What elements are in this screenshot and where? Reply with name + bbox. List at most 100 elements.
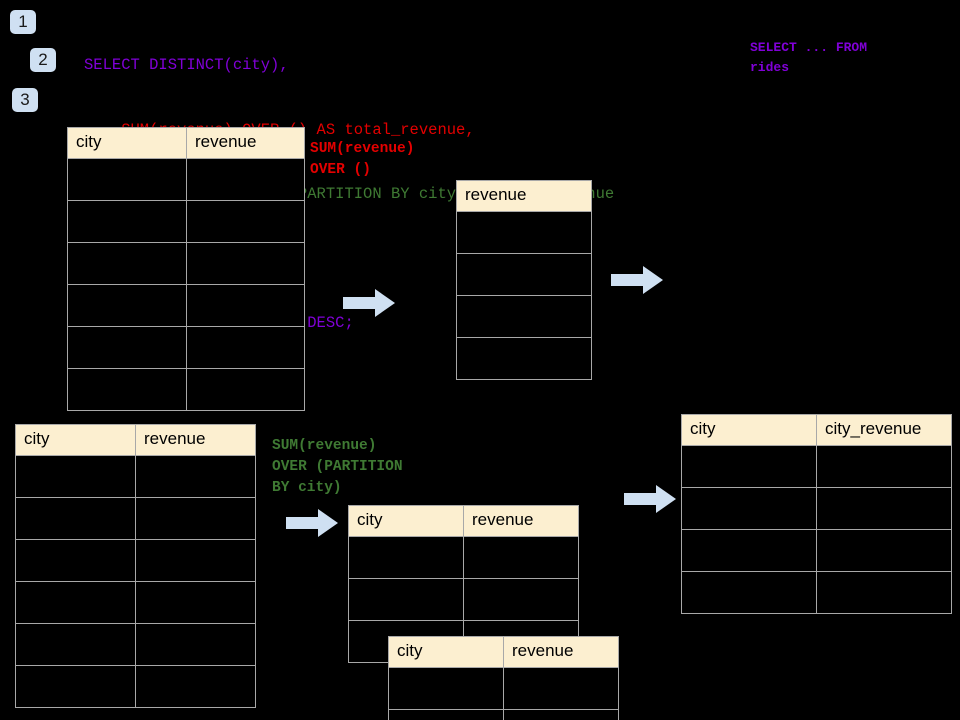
table-row bbox=[67, 200, 305, 243]
cell-city bbox=[15, 623, 136, 666]
table-header-row: city revenue bbox=[15, 424, 256, 456]
cell-revenue bbox=[135, 581, 256, 624]
column-header-revenue: revenue bbox=[456, 180, 592, 212]
table-row bbox=[67, 158, 305, 201]
annotation-sum-over-partition: SUM(revenue) OVER (PARTITION BY city) bbox=[272, 438, 403, 496]
cell-city bbox=[681, 487, 817, 530]
column-header-revenue: revenue bbox=[186, 127, 305, 159]
cell-city bbox=[681, 571, 817, 614]
cell-revenue bbox=[186, 284, 305, 327]
cell-city bbox=[67, 158, 187, 201]
table-row bbox=[15, 497, 256, 540]
column-header-city: city bbox=[15, 424, 136, 456]
cell-revenue bbox=[186, 158, 305, 201]
table-row bbox=[456, 295, 592, 338]
cell-city bbox=[15, 455, 136, 498]
table-row bbox=[15, 581, 256, 624]
table-row bbox=[348, 536, 579, 579]
table-row bbox=[348, 578, 579, 621]
cell-revenue bbox=[503, 667, 619, 710]
cell-city bbox=[67, 242, 187, 285]
arrow-partition-to-result bbox=[624, 485, 676, 513]
arrow-total-to-result bbox=[611, 266, 663, 294]
column-header-city: city bbox=[67, 127, 187, 159]
cell-city bbox=[681, 529, 817, 572]
table-row bbox=[681, 529, 952, 572]
annotation-select-from: SELECT ... FROM rides bbox=[750, 40, 868, 75]
cell-city-revenue bbox=[816, 445, 952, 488]
table-row bbox=[15, 539, 256, 582]
column-header-city: city bbox=[388, 636, 504, 668]
step-badge-2: 2 bbox=[30, 48, 56, 72]
cell-city bbox=[348, 578, 464, 621]
total-revenue-table: revenue bbox=[456, 180, 592, 380]
annotation-sum-over-empty: SUM(revenue) OVER () bbox=[310, 141, 415, 178]
cell-revenue bbox=[456, 253, 592, 296]
cell-revenue bbox=[463, 578, 579, 621]
cell-city-revenue bbox=[816, 487, 952, 530]
cell-revenue bbox=[456, 295, 592, 338]
table-row bbox=[67, 242, 305, 285]
cell-revenue bbox=[463, 536, 579, 579]
partition-group-table-front: city revenue bbox=[388, 636, 619, 720]
table-header-row: city city_revenue bbox=[681, 414, 952, 446]
column-header-city: city bbox=[681, 414, 817, 446]
arrow-source-to-total bbox=[343, 289, 395, 317]
cell-revenue bbox=[186, 368, 305, 411]
cell-city bbox=[15, 497, 136, 540]
table-header-row: city revenue bbox=[348, 505, 579, 537]
partition-group-table-back: city revenue bbox=[348, 505, 579, 663]
column-header-city-revenue: city_revenue bbox=[816, 414, 952, 446]
table-row bbox=[456, 337, 592, 380]
result-table: city city_revenue bbox=[681, 414, 952, 614]
step-badge-3: 3 bbox=[12, 88, 38, 112]
cell-city bbox=[67, 200, 187, 243]
table-row bbox=[388, 667, 619, 710]
table-header-row: city revenue bbox=[388, 636, 619, 668]
cell-city bbox=[15, 665, 136, 708]
cell-city bbox=[67, 284, 187, 327]
table-row bbox=[388, 709, 619, 720]
rides-source-table-top: city revenue bbox=[67, 127, 305, 411]
cell-city bbox=[388, 667, 504, 710]
table-row bbox=[15, 455, 256, 498]
cell-city bbox=[15, 539, 136, 582]
table-row bbox=[681, 571, 952, 614]
cell-revenue bbox=[186, 326, 305, 369]
rides-source-table-bottom: city revenue bbox=[15, 424, 256, 708]
cell-revenue bbox=[135, 455, 256, 498]
table-row bbox=[456, 253, 592, 296]
cell-revenue bbox=[503, 709, 619, 720]
cell-revenue bbox=[186, 200, 305, 243]
column-header-revenue: revenue bbox=[463, 505, 579, 537]
table-row bbox=[67, 284, 305, 327]
cell-revenue bbox=[135, 623, 256, 666]
cell-city-revenue bbox=[816, 571, 952, 614]
table-row bbox=[15, 623, 256, 666]
cell-revenue bbox=[456, 337, 592, 380]
cell-revenue bbox=[456, 211, 592, 254]
column-header-revenue: revenue bbox=[503, 636, 619, 668]
cell-city bbox=[67, 326, 187, 369]
table-row bbox=[681, 487, 952, 530]
sql-line-1: SELECT DISTINCT(city), bbox=[84, 56, 289, 74]
arrow-source-to-partition bbox=[286, 509, 338, 537]
table-row bbox=[15, 665, 256, 708]
table-row bbox=[67, 326, 305, 369]
table-header-row: revenue bbox=[456, 180, 592, 212]
column-header-revenue: revenue bbox=[135, 424, 256, 456]
step-badge-1: 1 bbox=[10, 10, 36, 34]
cell-revenue bbox=[135, 665, 256, 708]
cell-city bbox=[681, 445, 817, 488]
column-header-city: city bbox=[348, 505, 464, 537]
cell-revenue bbox=[135, 539, 256, 582]
table-row bbox=[456, 211, 592, 254]
table-header-row: city revenue bbox=[67, 127, 305, 159]
cell-city bbox=[67, 368, 187, 411]
table-row bbox=[67, 368, 305, 411]
cell-city bbox=[15, 581, 136, 624]
cell-city bbox=[348, 536, 464, 579]
cell-city bbox=[388, 709, 504, 720]
cell-revenue bbox=[135, 497, 256, 540]
